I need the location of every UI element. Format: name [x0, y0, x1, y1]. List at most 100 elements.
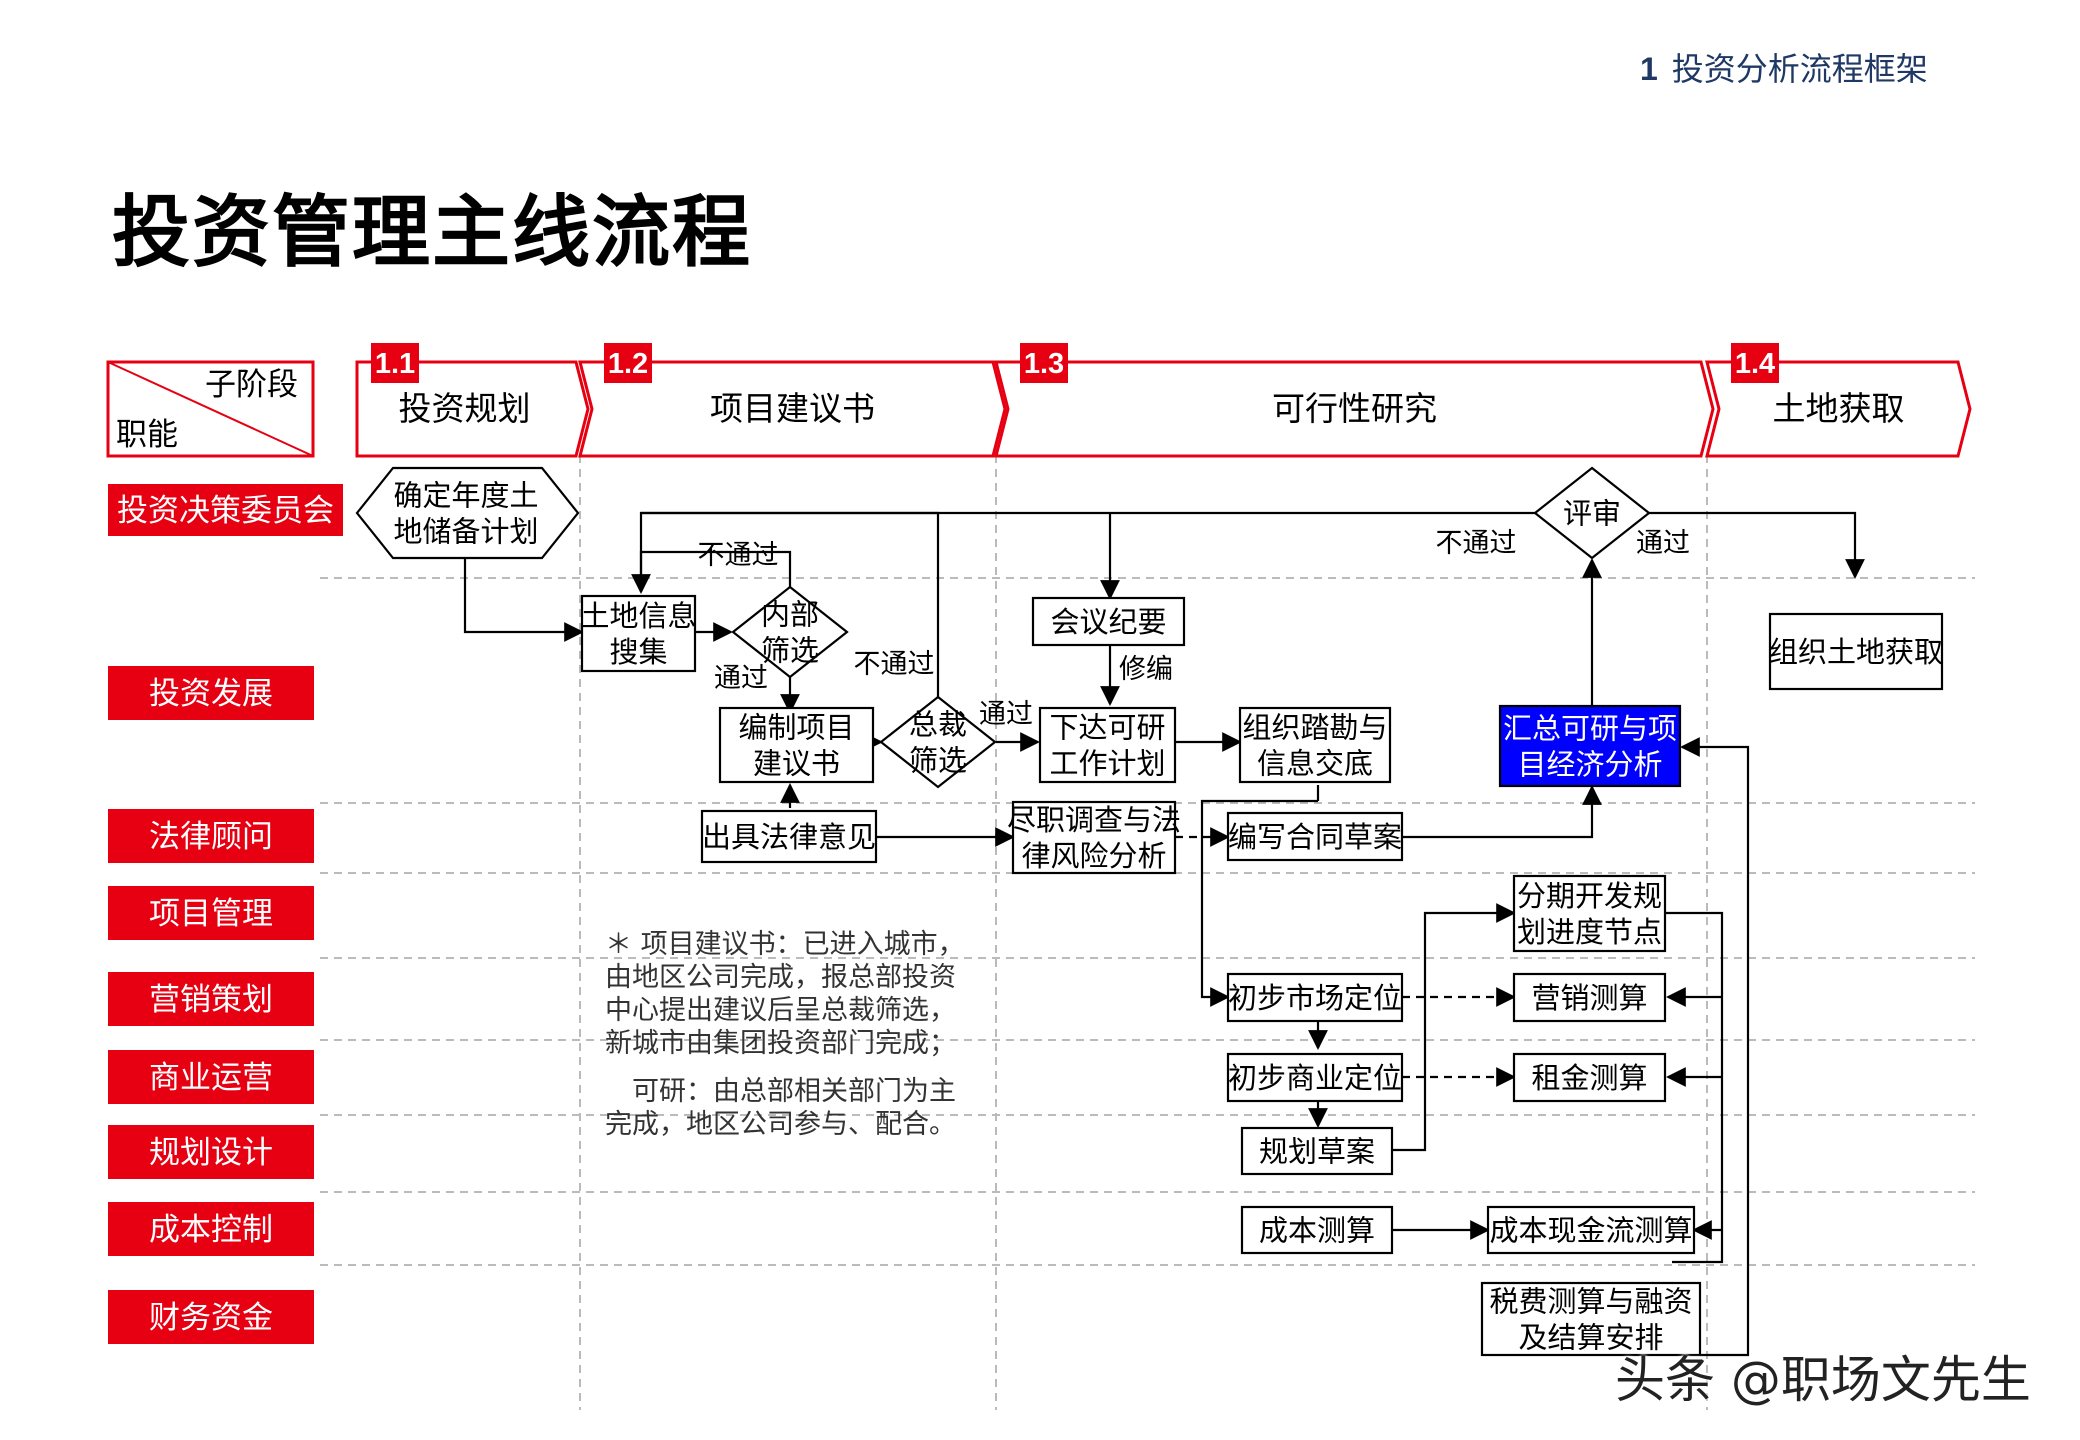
node-contract-draft-label: 编写合同草案 — [1228, 820, 1402, 854]
node-plan — [355, 466, 580, 560]
note-line: 完成，地区公司参与、配合。 — [605, 1109, 956, 1140]
node-land-info-label: 土地信息搜集 — [580, 599, 696, 669]
decision-review — [1533, 466, 1651, 560]
stage-label: 可行性研究 — [1272, 389, 1437, 428]
node-legal-opinion-label: 出具法律意见 — [702, 820, 876, 854]
node-proposal-label: 编制项目建议书 — [738, 710, 854, 780]
node-land-acquire-label-line: 组织土地获取 — [1769, 635, 1943, 669]
node-cost-calc-label-line: 成本测算 — [1259, 1213, 1375, 1247]
section-number: 1 — [1640, 51, 1658, 87]
node-minutes-label: 会议纪要 — [1050, 605, 1166, 639]
node-marketing-calc-label: 营销测算 — [1531, 981, 1647, 1015]
stage-number: 1.2 — [608, 348, 648, 380]
node-proposal — [718, 706, 875, 784]
node-phasing-label-line: 划进度节点 — [1517, 915, 1662, 949]
stage-chevron — [578, 360, 1007, 458]
node-tax-finance-label: 税费测算与融资及结算安排 — [1489, 1284, 1692, 1354]
node-due-diligence-label: 尽职调查与法律风险分析 — [1007, 803, 1181, 873]
note-line: 中心提出建议后呈总裁筛选， — [605, 995, 956, 1026]
corner-bottom-label: 职能 — [116, 417, 178, 453]
node-minutes-label-line: 会议纪要 — [1050, 605, 1166, 639]
edge-label: 不通过 — [698, 540, 779, 571]
edge-label: 不通过 — [854, 649, 935, 680]
role-label: 投资决策委员会 — [117, 493, 334, 529]
stage-number-badge — [371, 343, 419, 383]
node-rent-calc-label-line: 租金测算 — [1531, 1061, 1647, 1095]
decision-internal-screen-label-line: 内部 — [761, 597, 819, 631]
corner-diagonal — [107, 361, 314, 457]
node-contract-draft-label-line: 编写合同草案 — [1228, 820, 1402, 854]
node-cashflow-calc-label-line: 成本现金流测算 — [1489, 1213, 1692, 1247]
node-due-diligence-label-line: 律风险分析 — [1021, 839, 1166, 873]
role-label-box — [108, 484, 343, 536]
note-line: 可研：由总部相关部门为主 — [605, 1076, 956, 1107]
decision-internal-screen — [731, 585, 849, 679]
decision-ceo-screen — [879, 695, 997, 789]
node-plan-label-line: 地储备计划 — [393, 515, 538, 549]
note-text: ＊ 项目建议书：已进入城市，由地区公司完成，报总部投资中心提出建议后呈总裁筛选，… — [605, 929, 965, 1140]
corner-top-label: 子阶段 — [205, 367, 298, 403]
node-market-pos-label-line: 初步市场定位 — [1228, 981, 1402, 1015]
node-planning-draft-label-line: 规划草案 — [1259, 1134, 1375, 1168]
node-plan-label: 确定年度土地储备计划 — [393, 478, 538, 548]
role-label: 项目管理 — [149, 896, 273, 932]
node-tax-finance — [1480, 1281, 1702, 1357]
decision-ceo-screen-label-line: 筛选 — [909, 744, 967, 778]
node-work-plan — [1038, 706, 1177, 784]
flow-connector — [1647, 511, 1865, 579]
node-rent-calc-label: 租金测算 — [1531, 1061, 1647, 1095]
node-commercial-pos — [1226, 1052, 1404, 1103]
node-land-info — [580, 594, 697, 673]
note-line: ＊ 项目建议书：已进入城市， — [605, 929, 965, 960]
edge-label: 通过 — [979, 699, 1033, 730]
edge-label: 通过 — [714, 663, 768, 694]
stage-chevron — [994, 360, 1715, 458]
flow-connector — [1665, 911, 1724, 1264]
node-proposal-label-line: 编制项目 — [738, 710, 854, 744]
node-marketing-calc-label-line: 营销测算 — [1531, 981, 1647, 1015]
page-title: 投资管理主线流程 — [112, 187, 753, 278]
node-due-diligence-label-line: 尽职调查与法 — [1007, 803, 1181, 837]
node-legal-opinion-label-line: 出具法律意见 — [702, 820, 876, 854]
node-proposal-label-line: 建议书 — [753, 747, 840, 781]
node-land-acquire-label: 组织土地获取 — [1769, 635, 1943, 669]
note-line: 新城市由集团投资部门完成； — [605, 1028, 956, 1059]
node-survey-label-line: 组织踏勘与 — [1242, 710, 1387, 744]
role-label: 财务资金 — [149, 1300, 273, 1336]
stage-label: 项目建议书 — [710, 389, 875, 428]
note-line: 由地区公司完成，报总部投资 — [605, 962, 956, 993]
node-due-diligence — [1011, 800, 1177, 875]
node-contract-draft — [1226, 811, 1404, 862]
node-legal-opinion — [700, 809, 878, 864]
role-label-box — [108, 809, 314, 863]
decision-ceo-screen-label-line: 总裁 — [909, 707, 967, 741]
decision-internal-screen-label: 内部筛选 — [761, 597, 819, 667]
role-label: 规划设计 — [149, 1135, 273, 1171]
stage-chevron — [1705, 360, 1972, 458]
flow-connector — [1402, 785, 1602, 839]
node-plan-label-line: 确定年度土 — [393, 478, 538, 512]
decision-internal-screen-label-line: 筛选 — [761, 634, 819, 668]
node-survey — [1238, 706, 1392, 784]
node-phasing-label-line: 分期开发规 — [1517, 879, 1662, 913]
node-work-plan-label-line: 工作计划 — [1049, 747, 1165, 781]
edge-label: 通过 — [1636, 528, 1690, 559]
node-phasing — [1512, 874, 1667, 953]
node-summary-label-line: 汇总可研与项 — [1503, 711, 1677, 745]
flow-connector — [1392, 903, 1516, 1152]
node-planning-draft — [1240, 1126, 1394, 1176]
node-work-plan-label-line: 下达可研 — [1049, 710, 1165, 744]
role-label-box — [108, 666, 314, 720]
edge-label: 不通过 — [1436, 528, 1517, 559]
node-land-acquire — [1768, 612, 1944, 691]
decision-review-label-line: 评审 — [1563, 496, 1621, 530]
node-summary-label-line: 目经济分析 — [1517, 748, 1662, 782]
node-summary — [1498, 704, 1682, 788]
node-survey-label-line: 信息交底 — [1257, 747, 1373, 781]
role-label-box — [108, 972, 314, 1026]
stage-number: 1.1 — [375, 348, 415, 380]
stage-number-badge — [1020, 343, 1068, 383]
node-summary-label: 汇总可研与项目经济分析 — [1503, 711, 1677, 781]
node-commercial-pos-label-line: 初步商业定位 — [1228, 1061, 1402, 1095]
node-survey-label: 组织踏勘与信息交底 — [1242, 710, 1387, 780]
